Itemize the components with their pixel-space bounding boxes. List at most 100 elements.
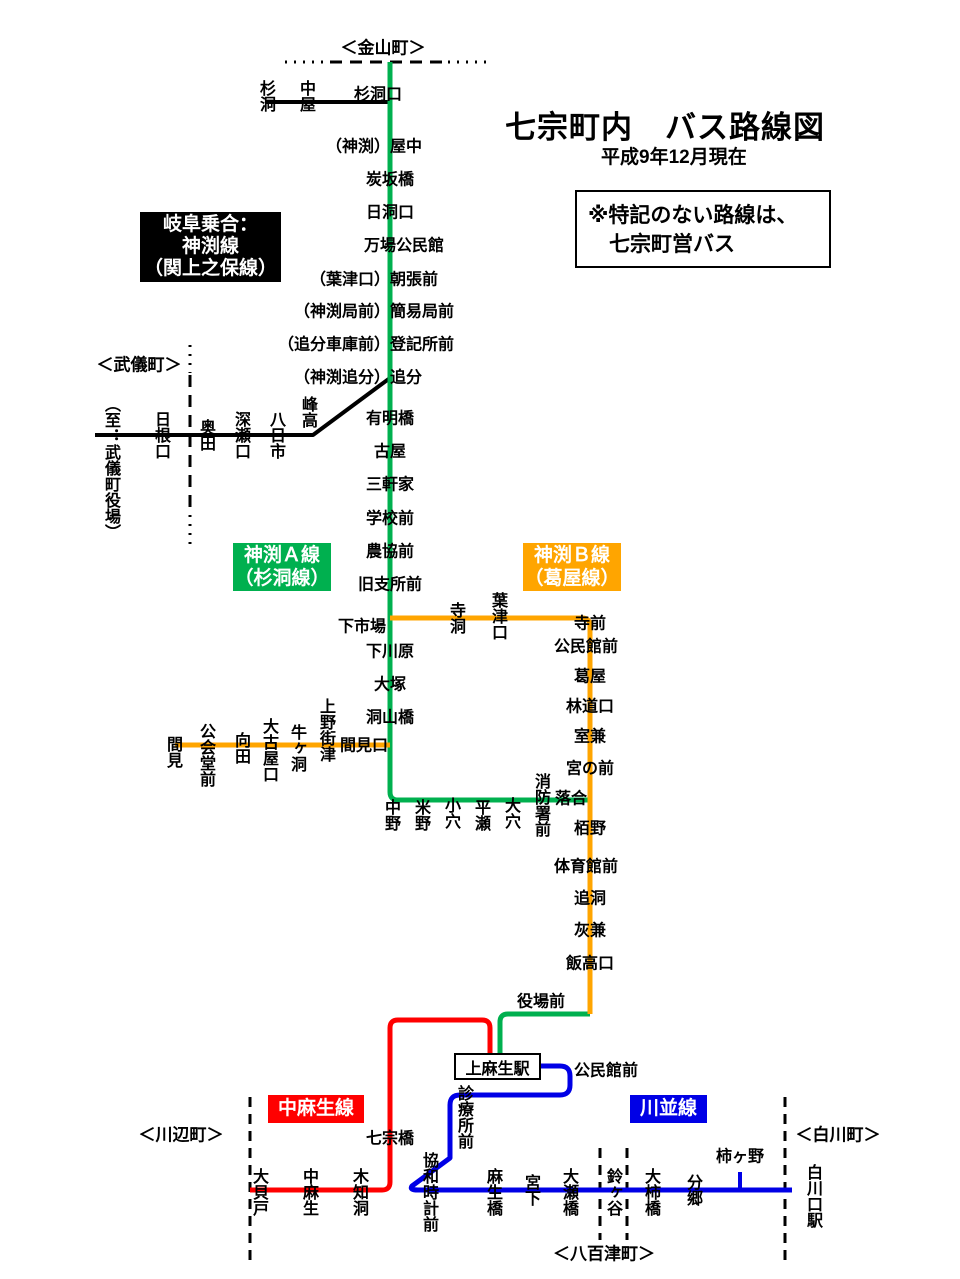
station-label: （葉津口）朝張前 bbox=[309, 271, 439, 289]
station-label: 大穴 bbox=[502, 797, 519, 829]
area-label: ＜武儀町＞ bbox=[96, 355, 182, 375]
station-label: 下市場 bbox=[337, 618, 387, 636]
legend-gifu-line1: 岐阜乗合： bbox=[162, 214, 258, 235]
station-label: 中野 bbox=[382, 799, 399, 831]
station-label: 杉洞口 bbox=[353, 86, 403, 104]
station-label: 杉洞 bbox=[257, 80, 274, 112]
station-label: （神渕追分）追分 bbox=[293, 369, 423, 387]
legend-gifu-kabuchi-line: 岐阜乗合： 神渕線 （関上之保線） bbox=[140, 212, 281, 282]
station-label: 日根口 bbox=[152, 411, 169, 459]
station-label: 林道口 bbox=[565, 698, 615, 716]
station-label: 栢野 bbox=[573, 820, 607, 838]
station-label: 米野 bbox=[412, 799, 429, 831]
station-label: 公民館前 bbox=[553, 638, 619, 656]
note-line1: ※特記のない路線は、 bbox=[588, 204, 798, 227]
station-label: 三軒家 bbox=[365, 476, 415, 494]
legend-kabuchi-b-line: 神渕Ｂ線 （葛屋線） bbox=[523, 543, 621, 591]
station-label: 宮下 bbox=[522, 1174, 539, 1206]
legend-gifu-line2: 神渕線 bbox=[181, 236, 239, 257]
legend-nakaaso-line: 中麻生線 bbox=[268, 1095, 364, 1123]
station-label: 下川原 bbox=[365, 643, 415, 661]
legend-b-line2: （葛屋線） bbox=[524, 568, 620, 589]
page-title: 七宗町内 バス路線図 bbox=[505, 110, 825, 145]
station-label: 有明橋 bbox=[365, 410, 415, 428]
area-label: ＜白川町＞ bbox=[795, 1125, 881, 1145]
station-label: 公民館前 bbox=[573, 1062, 639, 1080]
route-nakaaso-red bbox=[250, 1017, 493, 1193]
legend-gifu-line3: （関上之保線） bbox=[143, 258, 277, 279]
station-label: 木知洞 bbox=[350, 1168, 367, 1216]
station-label: 平瀬 bbox=[472, 799, 489, 831]
note-line2: 七宗町営バス bbox=[588, 233, 735, 256]
station-label: 大瀬橋 bbox=[560, 1168, 577, 1216]
station-label: 洞山橋 bbox=[365, 709, 415, 727]
station-label: 落合 bbox=[554, 790, 588, 808]
station-label: 公会堂前 bbox=[197, 723, 214, 787]
station-label: 間見 bbox=[164, 736, 181, 768]
station-label: 飯高口 bbox=[565, 955, 615, 973]
station-label: 向田 bbox=[232, 732, 249, 764]
station-label: 小穴 bbox=[442, 797, 459, 829]
station-label: 奥田 bbox=[197, 419, 214, 451]
station-label: 大柿橋 bbox=[642, 1168, 659, 1216]
station-label: 大古屋口 bbox=[260, 718, 277, 782]
station-label: 中麻生 bbox=[300, 1168, 317, 1216]
station-label: 大塚 bbox=[373, 676, 407, 694]
station-label: 峰高 bbox=[299, 396, 316, 428]
page-subtitle: 平成9年12月現在 bbox=[601, 147, 747, 168]
station-label: 灰兼 bbox=[573, 922, 607, 940]
station-label: （至：武儀町役場） bbox=[102, 396, 119, 540]
legend-a-line1: 神渕Ａ線 bbox=[243, 545, 320, 566]
station-label: 間見口 bbox=[339, 737, 389, 755]
station-label: 体育館前 bbox=[553, 858, 619, 876]
station-label: 柿ヶ野 bbox=[715, 1148, 765, 1166]
station-label: 深瀬口 bbox=[232, 411, 249, 459]
station-label: 炭坂橋 bbox=[365, 171, 415, 189]
station-label: 上野街津 bbox=[317, 698, 334, 762]
station-label: 寺洞 bbox=[447, 602, 464, 634]
station-label: 農協前 bbox=[365, 543, 415, 561]
route-kabuchi-a-green-elbow bbox=[497, 1011, 590, 1055]
station-label: 古屋 bbox=[373, 443, 407, 461]
station-label: 中屋 bbox=[297, 80, 314, 112]
station-label: 宮の前 bbox=[565, 760, 615, 778]
station-label: 学校前 bbox=[365, 510, 415, 528]
station-label: 日洞口 bbox=[365, 204, 415, 222]
legend-kabuchi-a-line: 神渕Ａ線 （杉洞線） bbox=[233, 543, 331, 591]
kamiaso-station-label: 上麻生駅 bbox=[465, 1060, 530, 1078]
station-label: 鈴ヶ谷 bbox=[604, 1168, 621, 1216]
route-kabuchi-a-green-main bbox=[387, 62, 590, 803]
station-label: 消防署前 bbox=[532, 773, 549, 837]
station-label: 葉津口 bbox=[489, 592, 506, 640]
kamiaso-station-box: 上麻生駅 bbox=[454, 1053, 541, 1080]
note-box: ※特記のない路線は、 七宗町営バス bbox=[575, 190, 831, 268]
station-label: 室兼 bbox=[573, 728, 607, 746]
area-label: ＜金山町＞ bbox=[340, 38, 426, 58]
station-label: 診療所前 bbox=[455, 1085, 472, 1149]
legend-kawa-line1: 川並線 bbox=[639, 1098, 697, 1119]
station-label: （神渕）屋中 bbox=[325, 138, 423, 156]
station-label: 葛屋 bbox=[573, 668, 607, 686]
station-label: 大貝戸 bbox=[250, 1168, 267, 1216]
legend-a-line2: （杉洞線） bbox=[234, 568, 330, 589]
legend-naka-line1: 中麻生線 bbox=[277, 1098, 354, 1119]
station-label: 役場前 bbox=[516, 993, 566, 1011]
station-label: （神渕局前）簡易局前 bbox=[293, 303, 455, 321]
station-label: （追分車庫前）登記所前 bbox=[277, 336, 455, 354]
station-label: 白川口駅 bbox=[804, 1164, 821, 1228]
station-label: 分郷 bbox=[684, 1174, 701, 1206]
station-label: 旧支所前 bbox=[357, 576, 423, 594]
route-kawanami-blue bbox=[408, 1063, 792, 1193]
area-label: ＜八百津町＞ bbox=[553, 1244, 655, 1264]
station-label: 牛ヶ洞 bbox=[288, 724, 305, 772]
station-label: 協和時計前 bbox=[420, 1152, 437, 1232]
station-label: 万場公民館 bbox=[363, 237, 445, 255]
legend-kawanami-line: 川並線 bbox=[630, 1095, 707, 1123]
legend-b-line1: 神渕Ｂ線 bbox=[533, 545, 610, 566]
station-label: 追洞 bbox=[573, 890, 607, 908]
station-label: 寺前 bbox=[573, 615, 607, 633]
route-kabuchi-b-orange-main bbox=[390, 615, 593, 1014]
